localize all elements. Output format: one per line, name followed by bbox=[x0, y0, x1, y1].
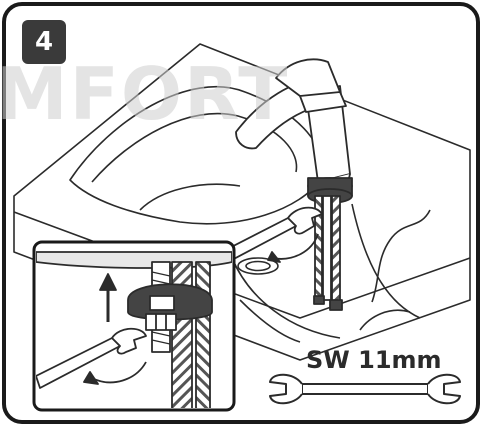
brand-watermark: MFORT bbox=[0, 52, 290, 136]
detail-inset bbox=[32, 240, 236, 412]
step-number-badge: 4 bbox=[22, 20, 66, 64]
open-end-wrench-icon bbox=[269, 373, 461, 405]
mixer-tap bbox=[235, 58, 353, 311]
wrench-size-label: SW 11mm bbox=[306, 346, 442, 374]
